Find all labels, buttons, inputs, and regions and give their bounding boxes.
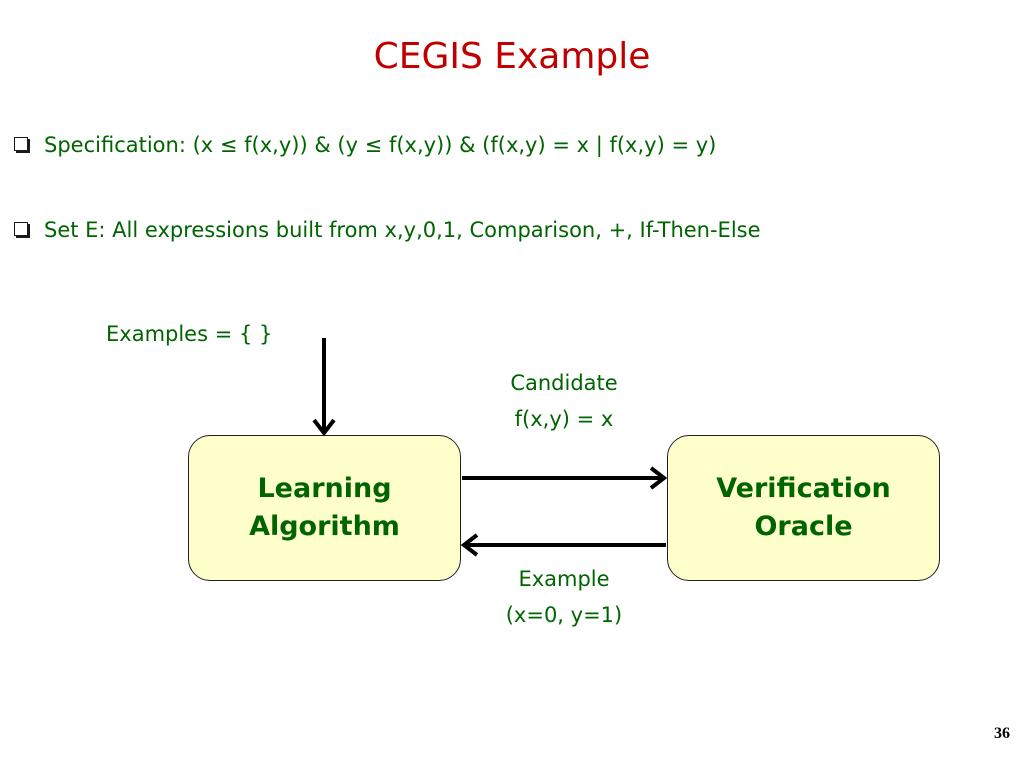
candidate-label: Candidate f(x,y) = x [464, 365, 664, 437]
learning-node-line1: Learning [257, 473, 392, 504]
learning-node-line2: Algorithm [249, 511, 400, 542]
bullet-specification: Specification: (x ≤ f(x,y)) & (y ≤ f(x,y… [14, 131, 716, 159]
bullet-set-e-text: Set E: All expressions built from x,y,0,… [44, 218, 761, 242]
examples-to-learning-arrowhead [312, 418, 336, 437]
slide-title: CEGIS Example [373, 36, 651, 77]
candidate-label-line2: f(x,y) = x [514, 407, 614, 431]
candidate-arrowhead [649, 466, 668, 490]
oracle-node-line1: Verification [716, 473, 891, 504]
square-bullet-icon [14, 137, 28, 151]
page-number: 36 [994, 725, 1010, 742]
counterexample-label-line1: Example [518, 567, 610, 591]
examples-label: Examples = { } [106, 322, 273, 346]
oracle-node-line2: Oracle [754, 511, 853, 542]
verification-oracle-node: Verification Oracle [667, 435, 940, 581]
counterexample-label: Example (x=0, y=1) [464, 561, 664, 633]
candidate-label-line1: Candidate [510, 371, 618, 395]
counterexample-label-line2: (x=0, y=1) [505, 603, 623, 627]
counterexample-arrowhead [460, 533, 479, 557]
bullet-specification-text: Specification: (x ≤ f(x,y)) & (y ≤ f(x,y… [44, 133, 717, 157]
bullet-set-e: Set E: All expressions built from x,y,0,… [14, 216, 761, 244]
learning-algorithm-node: Learning Algorithm [188, 435, 461, 581]
square-bullet-icon [14, 222, 28, 236]
